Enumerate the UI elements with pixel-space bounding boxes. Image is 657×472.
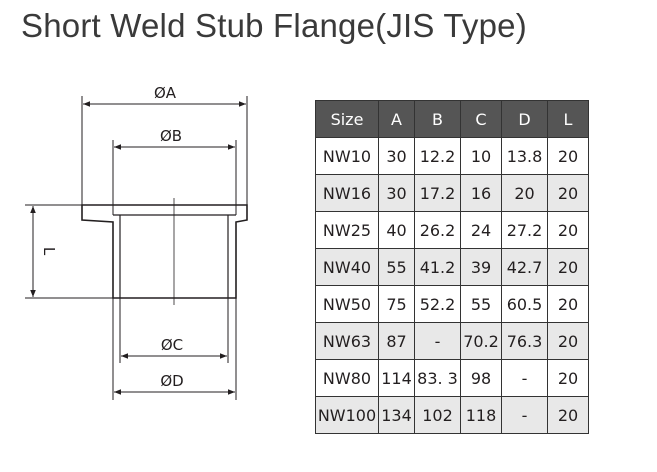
table-header-row: Size A B C D L — [315, 100, 589, 138]
table-row: NW63 87 - 70.2 76.3 20 — [315, 322, 589, 360]
table-row: NW80 114 83. 3 98 - 20 — [315, 359, 589, 397]
cell-b: 102 — [414, 396, 461, 434]
dim-d-label: ØD — [160, 372, 183, 390]
cell-l: 20 — [547, 359, 589, 397]
cell-size: NW63 — [315, 322, 379, 360]
table-row: NW16 30 17.2 16 20 20 — [315, 174, 589, 212]
cell-l: 20 — [547, 396, 589, 434]
cell-l: 20 — [547, 322, 589, 360]
table-row: NW25 40 26.2 24 27.2 20 — [315, 211, 589, 249]
cell-c: 118 — [460, 396, 502, 434]
dim-l-label: L — [40, 247, 58, 256]
cell-l: 20 — [547, 211, 589, 249]
dimension-table: Size A B C D L NW10 30 12.2 10 13.8 20 N… — [315, 100, 589, 434]
cell-d: 20 — [501, 174, 548, 212]
dim-c-label: ØC — [161, 336, 183, 354]
cell-c: 70.2 — [460, 322, 502, 360]
cell-l: 20 — [547, 285, 589, 323]
cell-c: 16 — [460, 174, 502, 212]
cell-a: 75 — [378, 285, 415, 323]
header-size: Size — [315, 100, 379, 138]
cell-d: 60.5 — [501, 285, 548, 323]
header-d: D — [501, 100, 548, 138]
cell-a: 30 — [378, 174, 415, 212]
table-row: NW10 30 12.2 10 13.8 20 — [315, 137, 589, 175]
header-b: B — [414, 100, 461, 138]
cell-b: 12.2 — [414, 137, 461, 175]
cell-d: 76.3 — [501, 322, 548, 360]
cell-a: 55 — [378, 248, 415, 286]
cell-a: 40 — [378, 211, 415, 249]
cell-a: 30 — [378, 137, 415, 175]
cell-size: NW40 — [315, 248, 379, 286]
cell-size: NW16 — [315, 174, 379, 212]
cell-d: 13.8 — [501, 137, 548, 175]
table-row: NW40 55 41.2 39 42.7 20 — [315, 248, 589, 286]
cell-b: 83. 3 — [414, 359, 461, 397]
cell-d: 42.7 — [501, 248, 548, 286]
cell-c: 98 — [460, 359, 502, 397]
cell-size: NW80 — [315, 359, 379, 397]
cell-c: 10 — [460, 137, 502, 175]
cell-size: NW25 — [315, 211, 379, 249]
header-c: C — [460, 100, 502, 138]
header-a: A — [378, 100, 415, 138]
cell-size: NW100 — [315, 396, 379, 434]
cell-a: 87 — [378, 322, 415, 360]
cell-a: 134 — [378, 396, 415, 434]
cell-l: 20 — [547, 248, 589, 286]
flange-outline — [81, 204, 248, 299]
cell-d: - — [501, 396, 548, 434]
cell-d: 27.2 — [501, 211, 548, 249]
cell-b: 52.2 — [414, 285, 461, 323]
cell-l: 20 — [547, 137, 589, 175]
cell-l: 20 — [547, 174, 589, 212]
cell-b: 41.2 — [414, 248, 461, 286]
table-row: NW100 134 102 118 - 20 — [315, 396, 589, 434]
cell-c: 55 — [460, 285, 502, 323]
cell-b: 17.2 — [414, 174, 461, 212]
cell-c: 39 — [460, 248, 502, 286]
dim-a-label: ØA — [154, 84, 177, 102]
cell-d: - — [501, 359, 548, 397]
cell-size: NW10 — [315, 137, 379, 175]
cell-b: 26.2 — [414, 211, 461, 249]
header-l: L — [547, 100, 589, 138]
cell-a: 114 — [378, 359, 415, 397]
dim-b-label: ØB — [160, 127, 182, 145]
cell-c: 24 — [460, 211, 502, 249]
cell-b: - — [414, 322, 461, 360]
flange-drawing: ØA ØB ØC ØD L — [25, 84, 248, 400]
page-title: Short Weld Stub Flange(JIS Type) — [21, 7, 527, 44]
table-row: NW50 75 52.2 55 60.5 20 — [315, 285, 589, 323]
cell-size: NW50 — [315, 285, 379, 323]
